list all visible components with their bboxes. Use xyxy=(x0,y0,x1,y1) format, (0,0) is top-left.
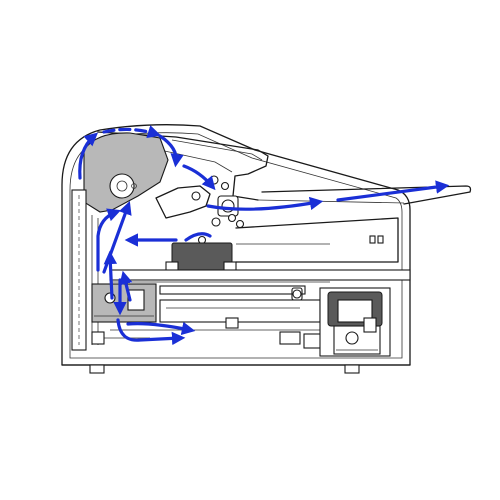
flow-arrow-top xyxy=(102,125,162,139)
machine-housing xyxy=(61,124,411,374)
print-head-carriage xyxy=(165,242,237,274)
flow-arrow-rise-left xyxy=(96,208,122,272)
flow-arrow-to-rollers xyxy=(182,164,216,191)
paper-flow-arrows xyxy=(78,125,450,346)
flow-arrow-up-cassette xyxy=(119,270,133,302)
flow-arrow-top-left xyxy=(78,132,99,180)
paper-cassette xyxy=(91,283,157,323)
drum-roller xyxy=(109,173,135,199)
output-tray xyxy=(257,185,472,205)
upper-rail xyxy=(235,217,399,263)
drum-housing xyxy=(83,132,169,213)
flow-arrow-bottom xyxy=(116,318,186,346)
flow-arrow-down-curve xyxy=(158,134,184,168)
right-foot xyxy=(344,364,360,374)
ink-cartridge-module xyxy=(319,287,391,357)
flow-arrow-bottom-upper xyxy=(126,321,196,336)
flow-arrow-up-left xyxy=(103,250,118,300)
flow-arrow-to-tray xyxy=(206,196,324,211)
flow-arrow-output xyxy=(336,180,450,202)
left-foot xyxy=(89,364,105,374)
flow-arrow-feed-connector xyxy=(184,232,212,242)
left-frame xyxy=(71,189,99,351)
